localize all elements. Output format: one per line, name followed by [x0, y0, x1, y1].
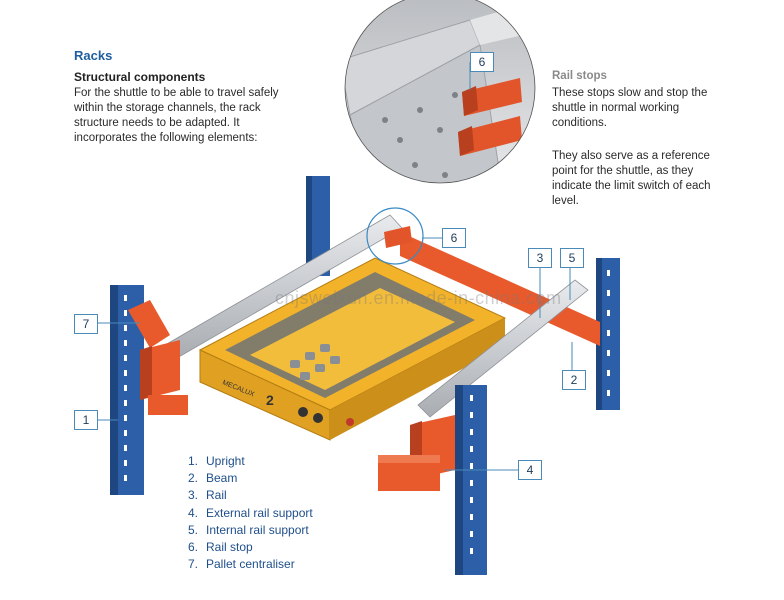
- upright-right-front: [455, 385, 487, 575]
- watermark: cnjsweixun.en.made-in-china.com: [275, 288, 562, 309]
- callout-6: 6: [442, 228, 466, 248]
- component-legend: 1.Upright 2.Beam 3.Rail 4.External rail …: [188, 453, 313, 573]
- zoom-detail: [340, 0, 545, 200]
- legend-item: 3.Rail: [188, 487, 313, 504]
- legend-item: 6.Rail stop: [188, 539, 313, 556]
- callout-2: 2: [562, 370, 586, 390]
- legend-item: 5.Internal rail support: [188, 522, 313, 539]
- callout-6-zoom: 6: [470, 52, 494, 72]
- right-supports: [378, 415, 455, 491]
- callout-5: 5: [560, 248, 584, 268]
- shuttle-number-label: 2: [266, 392, 274, 408]
- legend-item: 4.External rail support: [188, 505, 313, 522]
- callout-4: 4: [518, 460, 542, 480]
- legend-item: 7.Pallet centraliser: [188, 556, 313, 573]
- callout-7: 7: [74, 314, 98, 334]
- legend-item: 1.Upright: [188, 453, 313, 470]
- callout-3: 3: [528, 248, 552, 268]
- legend-item: 2.Beam: [188, 470, 313, 487]
- callout-1: 1: [74, 410, 98, 430]
